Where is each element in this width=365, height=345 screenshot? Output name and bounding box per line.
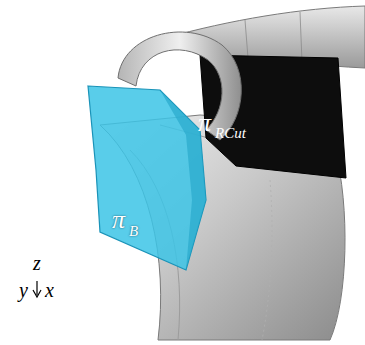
plane-subscript: B [129, 224, 138, 239]
plane-subscript: RCut [215, 126, 246, 141]
plane-symbol: π [198, 110, 211, 136]
base-plane [88, 86, 206, 270]
axis-label: x [45, 280, 54, 300]
axis-label: y [19, 280, 28, 300]
axis-arrow [33, 290, 41, 297]
plane-symbol: π [112, 207, 125, 233]
axis-arrow [36, 281, 37, 295]
shell-edge [262, 180, 272, 340]
surface-edge [245, 12, 302, 62]
axis-label: z [33, 253, 41, 273]
